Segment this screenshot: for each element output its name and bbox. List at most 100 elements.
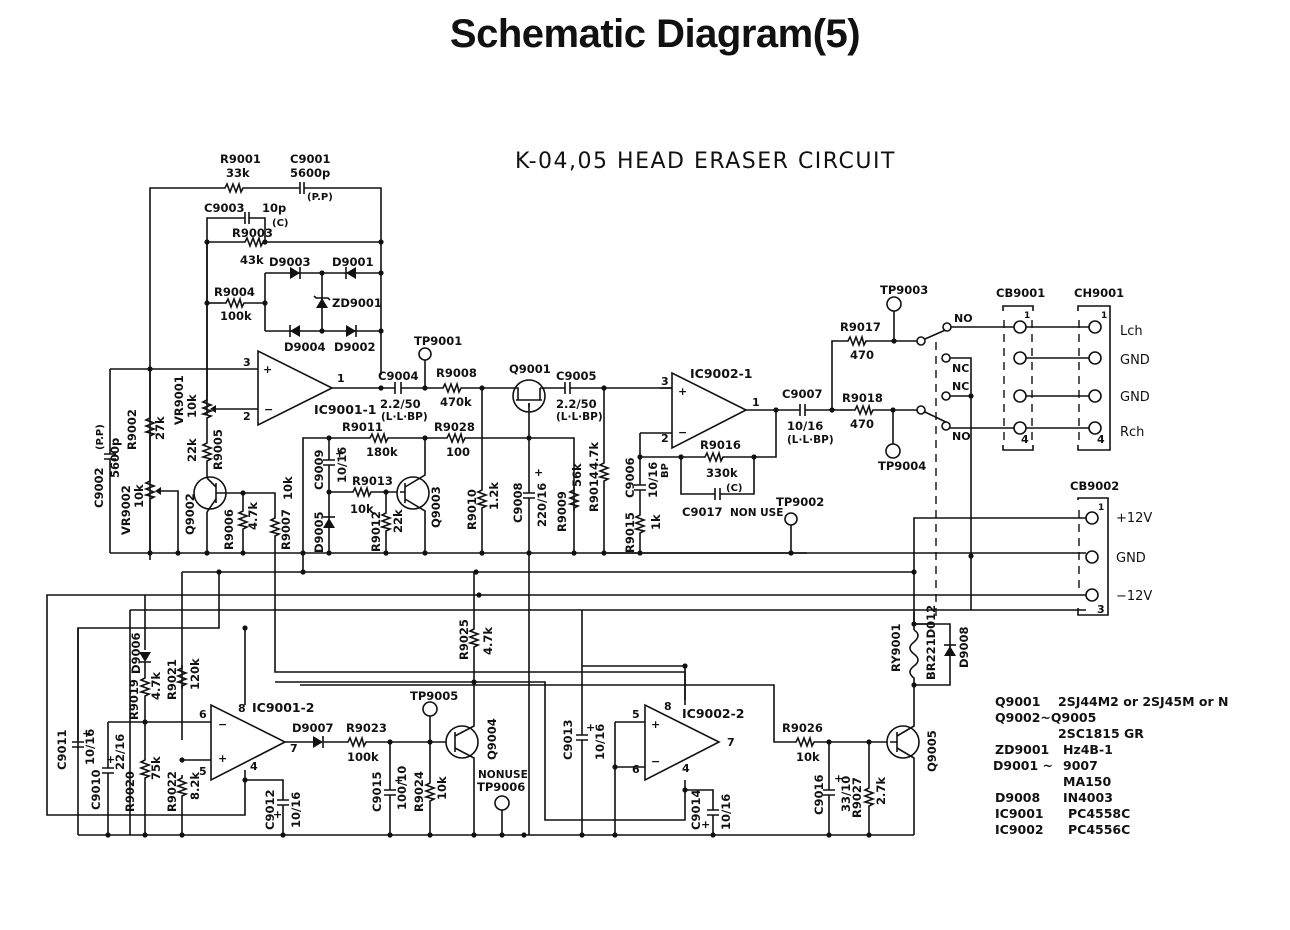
c9007-note: (L·L·BP) [787,434,834,446]
ic9002-1-plus-sign: + [678,385,687,398]
c9003-ref: C9003 [204,201,244,215]
c9012-plus: + [273,808,282,821]
r9017-ref: R9017 [840,320,881,334]
tp9004-icon[interactable] [885,443,901,459]
ic9002-1-opamp [671,371,748,450]
parts-ref-3: ZD9001 [995,742,1049,757]
c9016-plus: + [834,772,843,785]
d9005-ref: D9005 [312,511,326,553]
r9012-ref: R9012 [369,511,383,552]
c9010-value: 22/16 [113,734,127,770]
cb9001-pin1: 1 [1024,311,1030,321]
c9015-value: 100/10 [395,766,409,810]
r9013-symbol [349,487,375,497]
ch9001-signal-gnd2: GND [1120,390,1150,405]
relay-no-lower: NO [952,430,971,443]
r9004-symbol [222,298,248,308]
parts-part-8: PC4556C [1068,822,1130,837]
r9002-ref: R9002 [125,409,139,450]
c9004-value: 2.2/50 [380,397,421,411]
r9009-symbol [569,486,579,512]
ic9002-2-pin5: 5 [632,708,640,721]
r9023-value: 100k [347,750,379,764]
ch9001-signal-lch: Lch [1120,324,1143,339]
c9008-value: 220/16 [535,483,549,527]
c9001-ref: C9001 [290,152,330,166]
ry9001-coil [909,629,919,685]
r9027-symbol [864,784,874,810]
c9002-note: (P.P) [95,424,106,450]
c9005-note: (L·L·BP) [556,411,603,423]
r9010-symbol [477,486,487,512]
r9012-value: 22k [391,509,405,533]
ic9001-2-pin5: 5 [199,765,207,778]
c9006-ref: C9006 [623,458,637,498]
r9008-symbol [439,383,465,393]
vr9001-value: 10k [185,394,199,418]
parts-list: Q9001 2SJ44M2 or 2SJ45M or N Q9002~Q9005… [993,694,1228,837]
c9005-ref: C9005 [556,369,596,383]
ch9001-pin4: 4 [1097,433,1105,446]
d9005-symbol [323,518,335,528]
ic9001-2-pin6: 6 [199,708,207,721]
ic9002-1-minus-sign: − [678,426,687,439]
tp9003-icon[interactable] [886,296,902,312]
zd9001-symbol [316,298,328,308]
r9026-ref: R9026 [782,721,823,735]
q9005-ref: Q9005 [925,730,939,772]
r9019-symbol [140,674,150,700]
tp9001-icon[interactable] [418,347,432,361]
r9027-ref: R9027 [850,777,864,818]
cb9002-signal-neg12v: −12V [1116,589,1152,604]
tp9005-icon[interactable] [422,701,438,717]
r9027-value: 2.7k [874,777,888,805]
mute-stage: C9004 2.2/50 (L·L·BP) TP9001 R9008 470k … [300,334,672,835]
r9008-ref: R9008 [436,366,477,380]
ic9001-1-pin2: 2 [243,410,251,423]
ic9001-2-pin4: 4 [250,760,258,773]
page-title: Schematic Diagram(5) [449,12,861,56]
ic9001-2-plus-sign: + [218,752,227,765]
c9005-symbol [564,382,672,394]
c9002-value: 5600p [108,438,122,478]
tp9002-icon[interactable] [784,512,798,526]
r9022-symbol [177,774,187,800]
circuit-subtitle: K-04,05 HEAD ERASER CIRCUIT [515,149,896,174]
r9021-ref: R9021 [165,659,179,700]
ic9002-1-pin2: 2 [661,432,669,445]
tp9006-ref: TP9006 [477,780,525,794]
c9013-plus: + [586,721,595,734]
d9001-ref: D9001 [332,255,374,269]
cb9001-pin4: 4 [1021,433,1029,446]
c9003-symbol [244,212,250,224]
c9003-value: 10p [262,201,286,215]
output-section: R9017 470 TP9003 R9018 470 TP9004 NO NC … [831,283,1152,620]
ic9001-1-plus-sign: + [263,363,272,376]
r9001-ref: R9001 [220,152,261,166]
r9028-ref: R9028 [434,420,475,434]
r9014-value: 4.7k [587,442,601,470]
r9007-value: 10k [281,476,295,500]
r9014-ref: R9014 [587,471,601,512]
tp9006-icon[interactable] [494,795,510,811]
c9001-symbol [299,182,305,194]
r9025-value: 4.7k [481,627,495,655]
r9005-symbol [202,439,212,465]
ic9002-2-opamp [644,703,721,782]
ic9001-1-pin1: 1 [337,372,345,385]
parts-part-7: PC4558C [1068,806,1130,821]
c9010-plus: + [106,753,115,766]
d9002-symbol [346,325,356,337]
d9004-ref: D9004 [284,340,326,354]
r9023-ref: R9023 [346,721,387,735]
tp9001-ref: TP9001 [414,334,462,348]
zd9001-ref: ZD9001 [332,296,382,310]
c9004-note: (L·L·BP) [381,411,428,423]
r9021-symbol [177,664,187,690]
ic9002-2-pin7: 7 [727,736,735,749]
q9001-ref: Q9001 [509,362,551,376]
relay-nc-lower: NC [952,380,969,393]
tp9002-ref: TP9002 [776,495,824,509]
parts-part-0: 2SJ44M2 or 2SJ45M or N [1058,694,1228,709]
